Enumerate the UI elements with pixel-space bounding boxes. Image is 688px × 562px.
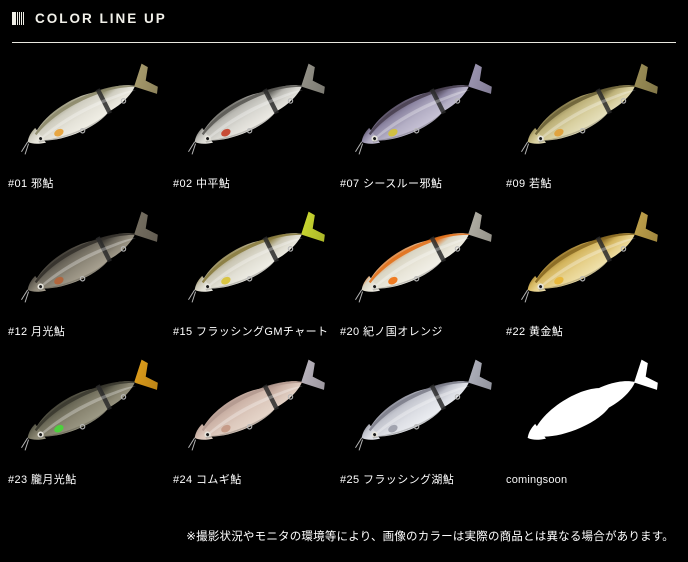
header-inner: COLOR LINE UP (12, 12, 167, 25)
lure-image (167, 196, 339, 322)
product-label: #23 朧月光鮎 (8, 474, 77, 486)
bars-icon (12, 12, 24, 25)
product-cell[interactable]: #02 中平鮎 (167, 48, 339, 196)
product-cell[interactable]: #25 フラッシング湖鮎 (334, 344, 506, 492)
product-label: #24 コムギ鮎 (173, 474, 242, 486)
lure-image (334, 196, 506, 322)
lure-image (0, 196, 172, 322)
product-cell[interactable]: #15 フラッシングGMチャート (167, 196, 339, 344)
product-row: #23 朧月光鮎 #24 コムギ鮎 #25 フラッシング湖鮎 comingsoo… (0, 344, 688, 492)
footer-note-area: ※撮影状況やモニタの環境等により、画像のカラーは実際の商品とは異なる場合がありま… (0, 527, 688, 545)
product-label: #02 中平鮎 (173, 178, 231, 190)
product-label: #07 シースルー邪鮎 (340, 178, 443, 190)
product-label: #22 黄金鮎 (506, 326, 564, 338)
product-row: #12 月光鮎 #15 フラッシングGMチャート #20 紀ノ国オレンジ #22… (0, 196, 688, 344)
product-cell[interactable]: #09 若鮎 (500, 48, 672, 196)
product-cell[interactable]: comingsoon (500, 344, 672, 492)
page-title: COLOR LINE UP (35, 11, 167, 26)
product-grid: #01 邪鮎 #02 中平鮎 #07 シースルー邪鮎 #09 若鮎 #12 月光… (0, 48, 688, 492)
product-label: #25 フラッシング湖鮎 (340, 474, 455, 486)
product-label: #20 紀ノ国オレンジ (340, 326, 443, 338)
lure-image (167, 344, 339, 470)
lure-image (0, 48, 172, 174)
lure-image (500, 48, 672, 174)
product-label: #01 邪鮎 (8, 178, 54, 190)
lure-image (0, 344, 172, 470)
lure-image (500, 344, 672, 470)
product-cell[interactable]: #01 邪鮎 (0, 48, 172, 196)
product-label: #12 月光鮎 (8, 326, 66, 338)
disclaimer-text: ※撮影状況やモニタの環境等により、画像のカラーは実際の商品とは異なる場合がありま… (186, 531, 674, 543)
lure-image (167, 48, 339, 174)
product-label: comingsoon (506, 474, 568, 486)
product-cell[interactable]: #22 黄金鮎 (500, 196, 672, 344)
product-cell[interactable]: #23 朧月光鮎 (0, 344, 172, 492)
lure-image (500, 196, 672, 322)
product-row: #01 邪鮎 #02 中平鮎 #07 シースルー邪鮎 #09 若鮎 (0, 48, 688, 196)
page-header: COLOR LINE UP (0, 0, 688, 44)
product-label: #09 若鮎 (506, 178, 552, 190)
product-cell[interactable]: #07 シースルー邪鮎 (334, 48, 506, 196)
product-cell[interactable]: #12 月光鮎 (0, 196, 172, 344)
product-cell[interactable]: #20 紀ノ国オレンジ (334, 196, 506, 344)
product-cell[interactable]: #24 コムギ鮎 (167, 344, 339, 492)
product-label: #15 フラッシングGMチャート (173, 326, 329, 338)
lure-image (334, 344, 506, 470)
header-divider (12, 42, 676, 43)
lure-image (334, 48, 506, 174)
